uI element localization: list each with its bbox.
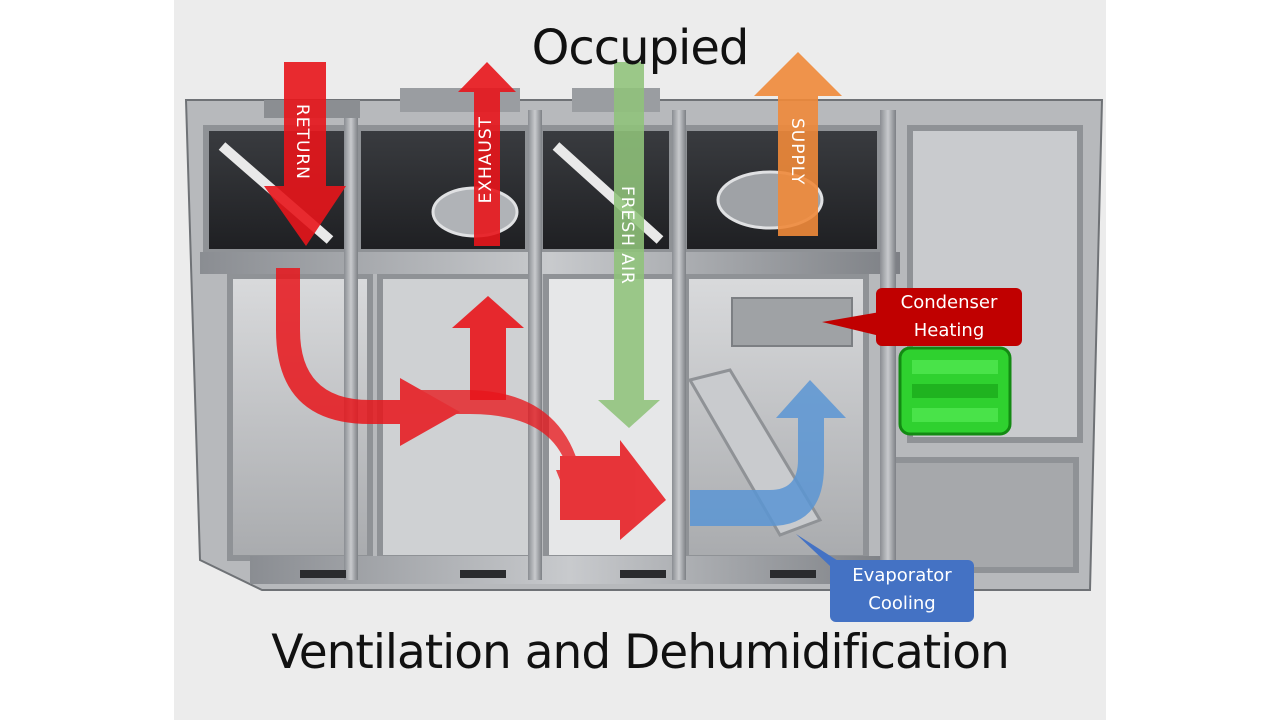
evaporator-callout-shape — [796, 534, 974, 622]
cooling-air-arrow — [690, 380, 846, 526]
fresh-air-arrow — [598, 62, 660, 428]
fresh-air-label: FRESH AIR — [617, 186, 637, 285]
exhaust-air-arrow — [452, 62, 524, 400]
condenser-callout-shape — [822, 288, 1022, 346]
return-air-path-lower — [276, 268, 666, 540]
return-air-arrow — [264, 62, 346, 246]
condenser-callout-line-1: Condenser — [900, 292, 998, 313]
exhaust-label: EXHAUST — [476, 116, 496, 204]
evaporator-callout-line-2: Cooling — [868, 593, 936, 614]
mode-title: Ventilation and Dehumidification — [271, 625, 1010, 680]
evaporator-callout-line-1: Evaporator — [852, 565, 952, 586]
condenser-callout-line-2: Heating — [913, 320, 985, 341]
evaporator-cooling-callout: Evaporator Cooling — [830, 562, 974, 618]
supply-label: SUPPLY — [787, 118, 807, 186]
supply-air-arrow — [754, 52, 842, 236]
compressor — [898, 346, 1012, 436]
occupied-title: Occupied — [531, 20, 750, 76]
condenser-heating-callout: Condenser Heating — [876, 289, 1022, 345]
return-label: RETURN — [292, 104, 312, 180]
